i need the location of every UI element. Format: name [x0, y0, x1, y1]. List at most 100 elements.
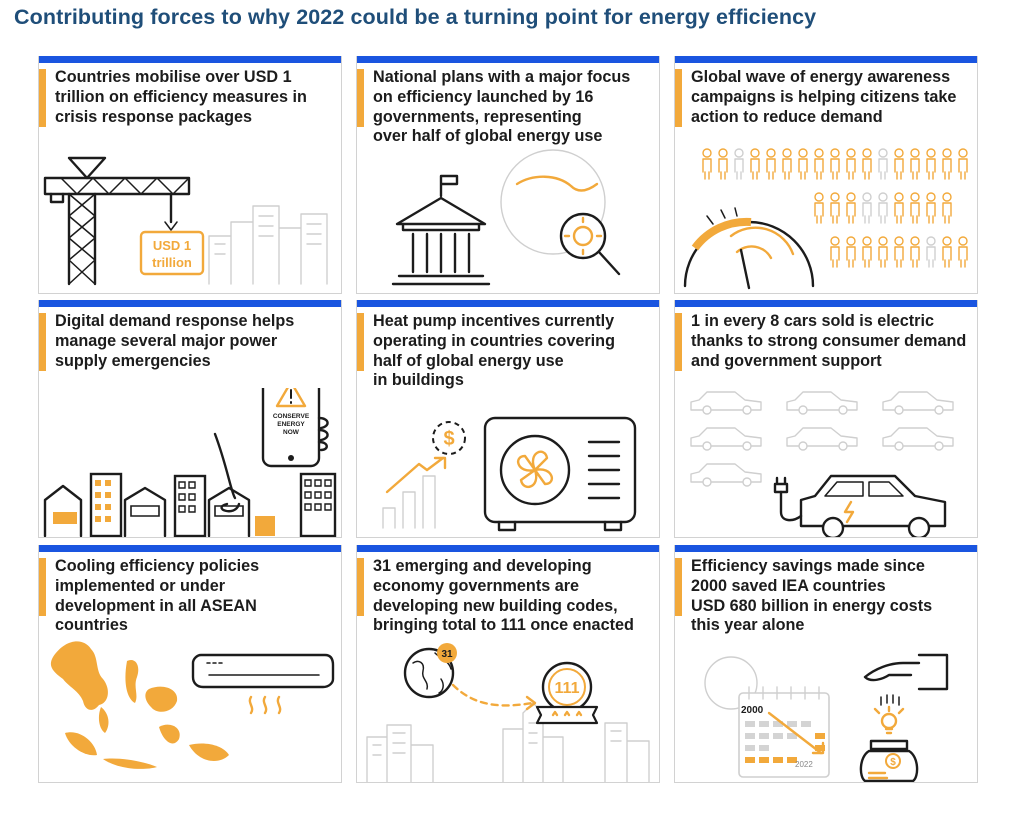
card-text-line: developing new building codes,: [373, 596, 618, 615]
usd-badge: [139, 230, 205, 276]
card-text-line: bringing total to 111 once enacted: [373, 616, 634, 635]
globe-icon: [704, 656, 758, 710]
card-text-line: governments, representing: [373, 107, 582, 126]
card-text-line: 2000 saved IEA countries: [691, 576, 886, 595]
card-text-line: Cooling efficiency policies: [55, 557, 260, 575]
card-top-bar: [675, 545, 977, 552]
crowd-illustration: [683, 148, 968, 290]
card-accent-bar: [39, 313, 46, 371]
card-accent-bar: [357, 558, 364, 616]
card-top-bar: [39, 56, 341, 63]
card-national-plans: National plans with a major focus on eff…: [356, 56, 660, 294]
card-text-line: 1 in every 8 cars sold is electric: [691, 312, 934, 330]
card-top-bar: [39, 300, 341, 307]
medal-value: 111: [555, 680, 580, 697]
card-text: Digital demand response helps manage sev…: [55, 312, 339, 371]
card-text: 31 emerging and developing economy gover…: [373, 557, 657, 636]
card-text-line: 31 emerging and developing: [373, 557, 592, 575]
heat-pump-illustration: $: [382, 416, 637, 532]
asean-illustration: [50, 641, 335, 769]
card-text-line: Global wave of energy awareness: [691, 68, 951, 86]
usd-badge-line: trillion: [152, 255, 192, 270]
card-text: Global wave of energy awareness campaign…: [691, 68, 975, 127]
card-text-line: crisis response packages: [55, 107, 253, 126]
card-text-line: trillion on efficiency measures in: [55, 87, 307, 106]
card-top-bar: [357, 300, 659, 307]
card-text-line: development in all ASEAN: [55, 596, 257, 615]
card-text-line: supply emergencies: [55, 351, 211, 370]
card-text: 1 in every 8 cars sold is electric thank…: [691, 312, 975, 371]
city-skyline-icon: [366, 702, 650, 782]
heat-pump-icon: [483, 416, 637, 532]
government-illustration: [391, 149, 621, 286]
card-accent-bar: [39, 69, 46, 127]
card-cooling-asean: Cooling efficiency policies implemented …: [38, 545, 342, 783]
card-text-line: Digital demand response helps: [55, 312, 295, 330]
car-icon: [690, 391, 954, 487]
card-top-bar: [39, 545, 341, 552]
asean-map-icon: [50, 641, 229, 769]
card-accent-bar: [675, 69, 682, 127]
page-title: Contributing forces to why 2022 could be…: [14, 5, 817, 29]
card-text-line: countries: [55, 616, 128, 635]
card-text-line: action to reduce demand: [691, 107, 883, 126]
card-top-bar: [357, 56, 659, 63]
card-efficiency-savings: Efficiency savings made since 2000 saved…: [674, 545, 978, 783]
air-conditioner-icon: [191, 653, 335, 715]
card-text: Cooling efficiency policies implemented …: [55, 557, 339, 636]
card-demand-response: Digital demand response helps manage sev…: [38, 300, 342, 538]
crane-illustration: USD 1 trillion: [43, 156, 328, 286]
card-text-line: half of global energy use: [373, 351, 564, 370]
card-text-line: implemented or under: [55, 576, 225, 595]
dollar-growth-icon: $: [382, 421, 466, 529]
card-top-bar: [675, 56, 977, 63]
smartphone-warning-icon: CONSERVE ENERGY NOW: [213, 388, 329, 513]
card-text-line: on efficiency launched by 16: [373, 87, 594, 106]
card-text-line: Heat pump incentives currently: [373, 312, 615, 330]
phone-warning-line: ENERGY: [277, 421, 305, 428]
globe-icon: 31: [403, 643, 537, 711]
card-text-line: manage several major power: [55, 331, 278, 350]
card-text-line: National plans with a major focus: [373, 68, 631, 86]
globe-badge-value: 31: [441, 649, 453, 660]
card-top-bar: [675, 300, 977, 307]
usd-badge-line: USD 1: [153, 238, 191, 253]
calendar-end-year: 2022: [795, 760, 813, 769]
card-text-line: in buildings: [373, 371, 464, 390]
phone-warning-line: CONSERVE: [273, 413, 310, 420]
card-text-line: thanks to strong consumer demand: [691, 331, 967, 350]
card-efficiency-funding: Countries mobilise over USD 1 trillion o…: [38, 56, 342, 294]
card-accent-bar: [675, 313, 682, 371]
svg-text:$: $: [890, 757, 896, 768]
card-text: National plans with a major focus on eff…: [373, 68, 657, 147]
card-accent-bar: [357, 313, 364, 371]
card-text-line: this year alone: [691, 616, 805, 635]
card-text-line: economy governments are: [373, 576, 580, 595]
card-accent-bar: [357, 69, 364, 127]
medal-icon: 111: [535, 661, 599, 725]
card-accent-bar: [39, 558, 46, 616]
calendar-start-year: 2000: [741, 705, 764, 716]
card-awareness-campaigns: Global wave of energy awareness campaign…: [674, 56, 978, 294]
card-text-line: campaigns is helping citizens take: [691, 87, 957, 106]
card-text-line: USD 680 billion in energy costs: [691, 596, 933, 615]
card-top-bar: [357, 545, 659, 552]
phone-warning-line: NOW: [283, 429, 300, 436]
card-heat-pump: Heat pump incentives currently operating…: [356, 300, 660, 538]
hand-coin-icon: [863, 653, 949, 735]
card-building-codes: 31 emerging and developing economy gover…: [356, 545, 660, 783]
phone-houses-illustration: CONSERVE ENERGY NOW: [43, 388, 337, 537]
savings-jar-icon: $: [859, 739, 919, 782]
calendar-icon: 2000 2022: [738, 686, 830, 778]
card-electric-cars: 1 in every 8 cars sold is electric thank…: [674, 300, 978, 538]
globe-magnifier-icon: [500, 149, 621, 276]
svg-text:$: $: [443, 428, 454, 450]
houses-icon: [43, 472, 337, 537]
card-text: Countries mobilise over USD 1 trillion o…: [55, 68, 339, 127]
card-text: Heat pump incentives currently operating…: [373, 312, 657, 391]
electric-car-icon: [773, 474, 947, 537]
card-text-line: Efficiency savings made since: [691, 557, 925, 575]
card-text-line: operating in countries covering: [373, 331, 615, 350]
card-text-line: and government support: [691, 351, 882, 370]
cars-illustration: [690, 391, 954, 537]
